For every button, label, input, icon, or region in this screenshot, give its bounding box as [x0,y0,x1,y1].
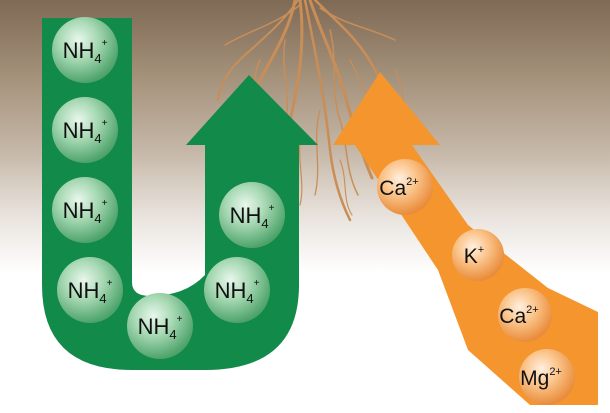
svg-text:Ca2+: Ca2+ [499,304,538,328]
cation-potassium: K+ [452,229,504,281]
cation-calcium: Ca2+ [377,159,433,215]
svg-text:Ca2+: Ca2+ [379,176,418,200]
ammonium-ion: NH4+ [127,293,193,359]
svg-text:NH4+: NH4+ [63,198,108,226]
ammonium-ion: NH4+ [219,182,285,248]
ammonium-ion: NH4+ [57,257,123,323]
svg-text:K+: K+ [464,244,484,268]
cation-calcium: Ca2+ [498,288,552,342]
ammonium-ion: NH4+ [204,257,270,323]
ammonium-ion: NH4+ [52,177,118,243]
cation-magnesium: Mg2+ [519,349,575,405]
svg-text:NH4+: NH4+ [63,38,108,66]
svg-text:NH4+: NH4+ [230,203,275,231]
svg-text:NH4+: NH4+ [68,278,113,306]
ammonium-ion: NH4+ [52,97,118,163]
ammonium-ion: NH4+ [52,17,118,83]
svg-text:NH4+: NH4+ [215,278,260,306]
svg-text:NH4+: NH4+ [138,314,183,342]
svg-text:Mg2+: Mg2+ [520,366,562,390]
svg-text:NH4+: NH4+ [63,118,108,146]
